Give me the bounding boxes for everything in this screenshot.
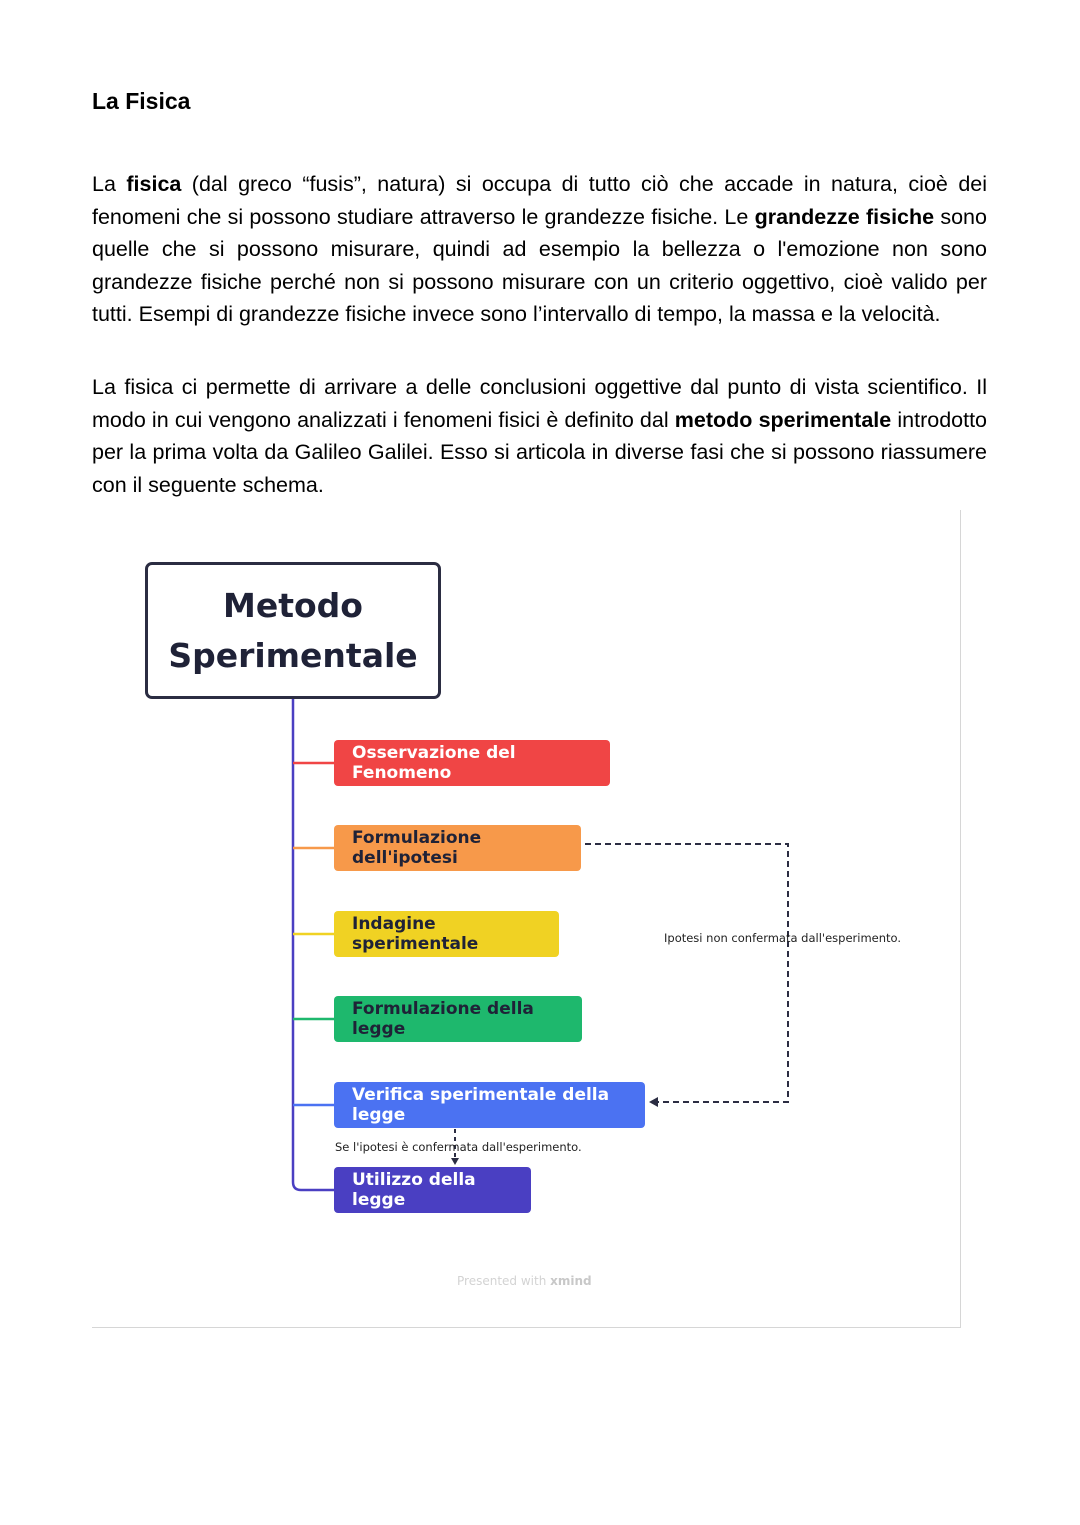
root-line-1: Metodo — [223, 585, 363, 625]
confirm-arrowhead — [451, 1158, 459, 1165]
text-run: introdotto per la prima volta da Galileo… — [92, 407, 988, 497]
watermark: Presented with xmind — [457, 1274, 592, 1288]
loop-arrowhead — [649, 1097, 658, 1107]
bold-term: fisica — [126, 172, 182, 196]
bold-term: grandezze fisiche — [754, 204, 935, 229]
diagram-connectors — [291, 699, 789, 1192]
watermark-brand: xmind — [550, 1274, 592, 1288]
bold-term: metodo sperimentale — [674, 407, 892, 432]
page-title: La Fisica — [92, 88, 191, 114]
step-observation: Osservazione del Fenomeno — [334, 740, 610, 786]
intro-paragraph: La fisica (dal greco “fusis”, natura) si… — [92, 168, 987, 331]
text-run: (dal greco “fusis”, natura) si occupa di… — [92, 172, 988, 229]
confirm-note: Se l'ipotesi è confermata dall'esperimen… — [335, 1140, 582, 1154]
text-run: La fisica ci permette di arrivare a dell… — [92, 375, 987, 432]
text-run: sono quelle che si possono misurare, qui… — [92, 204, 987, 327]
step-experiment: Indagine sperimentale — [334, 911, 559, 957]
diagram-root-node: Metodo Sperimentale — [145, 562, 441, 699]
method-paragraph: La fisica ci permette di arrivare a dell… — [92, 371, 987, 501]
step-hypothesis: Formulazione dell'ipotesi — [334, 825, 581, 871]
trunk-line — [291, 699, 334, 1192]
watermark-prefix: Presented with — [457, 1274, 547, 1288]
step-law-use: Utilizzo della legge — [334, 1167, 531, 1213]
step-law-formulation: Formulazione della legge — [334, 996, 582, 1042]
text-run: La — [92, 172, 127, 196]
loop-note: Ipotesi non confermata dall'esperimento. — [664, 931, 902, 945]
scientific-method-diagram: Metodo Sperimentale Osservazione del Fen… — [92, 510, 961, 1328]
root-line-2: Sperimentale — [168, 635, 418, 675]
step-law-verification: Verifica sperimentale della legge — [334, 1082, 645, 1128]
loop-dashed-line — [585, 843, 789, 1103]
